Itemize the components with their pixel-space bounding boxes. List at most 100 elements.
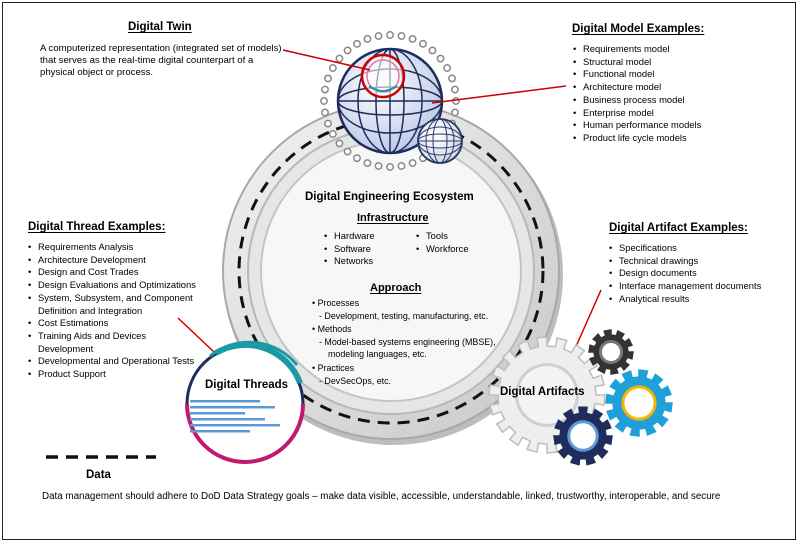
halo-dot	[343, 46, 352, 55]
thread-example-item: System, Subsystem, and Component Definit…	[26, 292, 198, 317]
thread-example-item: Training Aids and Devices Development	[26, 330, 198, 355]
halo-dot	[363, 159, 372, 167]
digital-thread-examples-list: Requirements AnalysisArchitecture Develo…	[26, 241, 198, 381]
digital-twin-description: A computerized representation (integrate…	[40, 43, 282, 79]
halo-dot	[451, 108, 459, 117]
model-example-item: Structural model	[571, 56, 771, 69]
halo-dot	[353, 39, 361, 48]
digital-twin-title: Digital Twin	[128, 21, 192, 33]
halo-dot	[452, 97, 460, 105]
halo-dot	[408, 159, 417, 167]
digital-threads-icon	[185, 340, 305, 464]
methods-label: Methods	[317, 324, 352, 334]
infrastructure-item: Workforce	[414, 243, 504, 256]
halo-dot	[328, 64, 337, 72]
halo-dot	[448, 74, 456, 83]
digital-model-examples-title: Digital Model Examples:	[572, 23, 705, 35]
thread-example-item: Product Support	[26, 368, 198, 381]
halo-dot	[324, 119, 332, 128]
approach-title: Approach	[370, 282, 422, 294]
halo-dot	[386, 163, 394, 171]
artifact-example-item: Specifications	[607, 242, 797, 255]
approach-practices: • Practices	[312, 363, 355, 373]
model-example-item: Requirements model	[571, 43, 771, 56]
artifact-example-item: Technical drawings	[607, 255, 797, 268]
halo-dot	[397, 162, 406, 170]
approach-practices-detail: - DevSecOps, etc.	[319, 376, 392, 386]
data-management-statement: Data management should adhere to DoD Dat…	[42, 491, 721, 502]
halo-dot	[335, 54, 344, 63]
halo-dot	[353, 154, 361, 163]
infrastructure-item: Software	[322, 243, 412, 256]
thread-example-item: Architecture Development	[26, 254, 198, 267]
halo-dot	[321, 85, 329, 94]
inner-circle	[260, 140, 522, 402]
thread-example-item: Design and Cost Trades	[26, 266, 198, 279]
approach-methods: • Methods	[312, 324, 352, 334]
halo-dot	[363, 35, 372, 43]
twin-link-icon	[360, 53, 406, 99]
halo-dot	[335, 139, 344, 148]
halo-dot	[374, 162, 383, 170]
model-example-item: Enterprise model	[571, 107, 771, 120]
blue-yellow-gear-icon	[605, 369, 673, 437]
approach-methods-detail-2: modeling languages, etc.	[328, 349, 427, 359]
model-connector-line	[431, 85, 567, 104]
thread-example-item: Design Evaluations and Optimizations	[26, 279, 198, 292]
halo-dot	[321, 108, 329, 117]
halo-dot	[343, 147, 352, 156]
ecosystem-title: Digital Engineering Ecosystem	[305, 191, 474, 203]
model-example-item: Human performance models	[571, 119, 771, 132]
halo-dot	[443, 64, 452, 72]
infrastructure-item: Hardware	[322, 230, 412, 243]
approach-methods-detail: - Model-based systems engineering (MBSE)…	[319, 337, 496, 347]
practices-label: Practices	[317, 363, 355, 373]
digital-artifact-examples-list: SpecificationsTechnical drawingsDesign d…	[607, 242, 797, 306]
twin-connector-line	[282, 49, 371, 71]
halo-dot	[374, 32, 383, 40]
halo-dot	[324, 74, 332, 83]
artifact-example-item: Interface management documents	[607, 280, 797, 293]
dark-gear-icon	[588, 329, 634, 375]
halo-dot	[419, 39, 427, 48]
navy-gear-icon	[553, 406, 613, 466]
infrastructure-list-right: ToolsWorkforce	[414, 230, 504, 255]
data-legend-label: Data	[86, 469, 111, 481]
processes-label: Processes	[317, 298, 360, 308]
thread-example-item: Cost Estimations	[26, 317, 198, 330]
digital-model-examples-list: Requirements modelStructural modelFuncti…	[571, 43, 771, 145]
halo-dot	[408, 35, 417, 43]
methods-detail-label: Model-based systems engineering (MBSE),	[324, 337, 496, 347]
thread-example-item: Developmental and Operational Tests	[26, 355, 198, 368]
halo-dot	[386, 31, 394, 39]
gears-icon	[488, 329, 673, 466]
artifact-connector-line	[573, 289, 602, 352]
digital-threads-label: Digital Threads	[205, 379, 289, 391]
artifact-example-item: Design documents	[607, 267, 797, 280]
infrastructure-list-left: HardwareSoftwareNetworks	[322, 230, 412, 268]
data-dashed-ring	[237, 117, 545, 425]
small-globe-icon	[417, 118, 463, 164]
halo-dot	[320, 97, 328, 105]
model-example-item: Functional model	[571, 68, 771, 81]
approach-processes-detail: - Development, testing, manufacturing, e…	[319, 311, 489, 321]
approach-processes: • Processes	[312, 298, 360, 308]
halo-dot	[436, 54, 445, 63]
model-example-item: Business process model	[571, 94, 771, 107]
data-legend-line	[46, 455, 156, 459]
halo-dot	[397, 32, 406, 40]
processes-detail-label: Development, testing, manufacturing, etc…	[324, 311, 489, 321]
model-example-item: Architecture model	[571, 81, 771, 94]
halo-dot	[328, 130, 337, 138]
halo-dot	[451, 85, 459, 94]
infrastructure-item: Tools	[414, 230, 504, 243]
digital-thread-examples-title: Digital Thread Examples:	[28, 221, 166, 233]
digital-artifact-examples-title: Digital Artifact Examples:	[609, 222, 748, 234]
practices-detail-label: DevSecOps, etc.	[324, 376, 392, 386]
digital-artifacts-label: Digital Artifacts	[500, 386, 585, 398]
model-example-item: Product life cycle models	[571, 132, 771, 145]
thread-example-item: Requirements Analysis	[26, 241, 198, 254]
artifact-example-item: Analytical results	[607, 293, 797, 306]
infrastructure-title: Infrastructure	[357, 212, 429, 224]
